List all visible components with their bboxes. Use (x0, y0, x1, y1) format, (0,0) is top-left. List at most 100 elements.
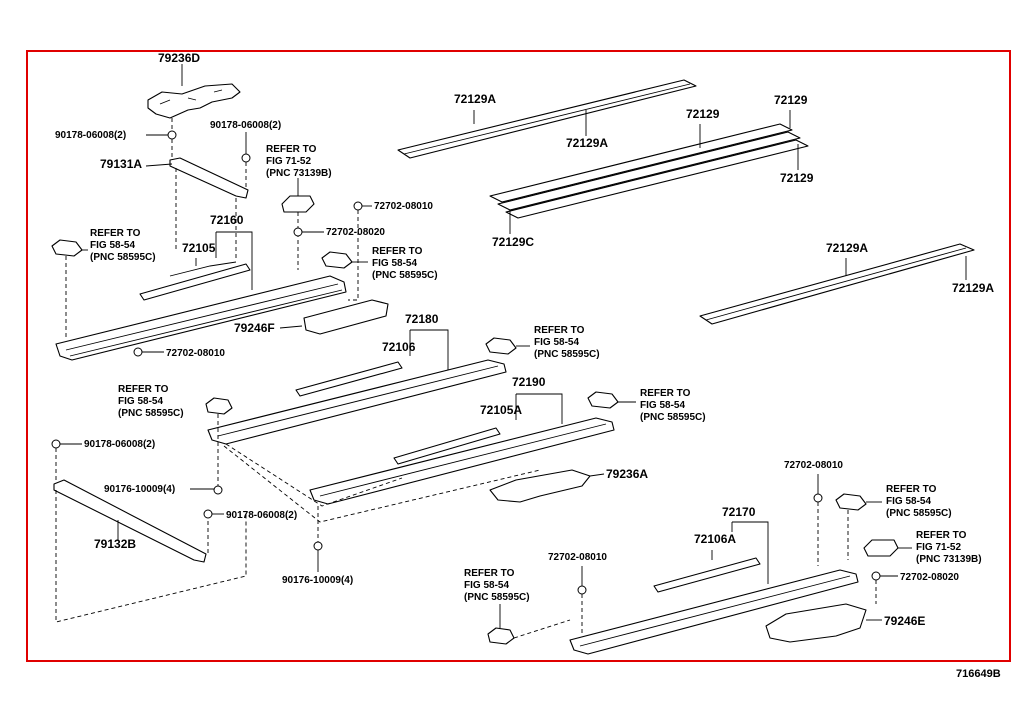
part-79236D (147, 83, 241, 119)
refer-58-54-c-line3: (PNC 58595C) (534, 349, 600, 360)
part-72105 (139, 261, 251, 301)
strip-72129A-top (397, 79, 697, 159)
refer-58-54-b-line2: FIG 58-54 (372, 258, 417, 269)
refer-58-54-b-line1: REFER TO (372, 246, 423, 257)
part-79132B (53, 479, 207, 563)
refer-58-54-a-line2: FIG 58-54 (90, 240, 135, 251)
part-72105A (393, 427, 501, 465)
label-72702-08010-c: 72702-08010 (784, 460, 843, 471)
refer-58-54-c-line2: FIG 58-54 (534, 337, 579, 348)
bolt-icon (871, 571, 881, 581)
label-72129A-2: 72129A (566, 136, 608, 150)
clip-icon (281, 195, 315, 213)
label-90178-b: 90178-06008(2) (210, 120, 281, 131)
refer-58-54-d-line2: FIG 58-54 (118, 396, 163, 407)
refer-58-54-d-line1: REFER TO (118, 384, 169, 395)
refer-71-52-b-line1: REFER TO (916, 530, 967, 541)
refer-58-54-a-line1: REFER TO (90, 228, 141, 239)
refer-58-54-e-line2: FIG 58-54 (640, 400, 685, 411)
refer-58-54-b-line3: (PNC 58595C) (372, 270, 438, 281)
clip-icon (835, 493, 867, 511)
label-72702-08010-b: 72702-08010 (166, 348, 225, 359)
bolt-icon (313, 541, 323, 551)
bolt-icon (293, 227, 303, 237)
label-72129A-4: 72129A (952, 281, 994, 295)
bolt-icon (813, 493, 823, 503)
label-72105: 72105 (182, 241, 216, 255)
refer-71-52-b-line2: FIG 71-52 (916, 542, 961, 553)
refer-71-52-a-line2: FIG 71-52 (266, 156, 311, 167)
part-79131A (169, 157, 249, 199)
refer-71-52-b-line3: (PNC 73139B) (916, 554, 982, 565)
bolt-icon (577, 585, 587, 595)
nut-icon (241, 153, 251, 163)
refer-71-52-a-line1: REFER TO (266, 144, 317, 155)
clip-icon (51, 239, 83, 257)
label-72702-08010-a: 72702-08010 (374, 201, 433, 212)
label-72702-08020-b: 72702-08020 (900, 572, 959, 583)
refer-58-54-a-line3: (PNC 58595C) (90, 252, 156, 263)
bolt-icon (133, 347, 143, 357)
part-79236A (489, 469, 591, 503)
label-79132B: 79132B (94, 537, 136, 551)
part-79246F (303, 299, 389, 335)
label-72170: 72170 (722, 505, 756, 519)
bolt-icon (353, 201, 363, 211)
label-90176-b: 90176-10009(4) (282, 575, 353, 586)
label-72129A-1: 72129A (454, 92, 496, 106)
refer-71-52-a-line3: (PNC 73139B) (266, 168, 332, 179)
label-72129-1: 72129 (686, 107, 720, 121)
label-79246F: 79246F (234, 321, 275, 335)
label-79236A: 79236A (606, 467, 648, 481)
part-72106A (653, 557, 761, 593)
refer-58-54-d-line3: (PNC 58595C) (118, 408, 184, 419)
part-72190-rail (309, 417, 615, 505)
label-72129A-3: 72129A (826, 241, 868, 255)
label-79131A: 79131A (100, 157, 142, 171)
refer-58-54-c-line1: REFER TO (534, 325, 585, 336)
label-79246E: 79246E (884, 614, 925, 628)
nut-icon (203, 509, 213, 519)
label-72702-08020-a: 72702-08020 (326, 227, 385, 238)
strip-72129-group (489, 123, 809, 219)
clip-icon (485, 337, 517, 355)
refer-58-54-e-line3: (PNC 58595C) (640, 412, 706, 423)
nut-icon (51, 439, 61, 449)
refer-58-54-g-line2: FIG 58-54 (464, 580, 509, 591)
label-72160: 72160 (210, 213, 244, 227)
label-72106A: 72106A (694, 532, 736, 546)
diagram-code: 716649B (956, 668, 1001, 680)
nut-icon (167, 130, 177, 140)
label-72129C: 72129C (492, 235, 534, 249)
clip-icon (321, 251, 353, 269)
refer-58-54-g-line3: (PNC 58595C) (464, 592, 530, 603)
clip-icon (487, 627, 515, 645)
part-72170-rail (569, 569, 859, 655)
bolt-icon (213, 485, 223, 495)
label-79236D: 79236D (158, 51, 200, 65)
refer-58-54-g-line1: REFER TO (464, 568, 515, 579)
clip-icon (863, 539, 899, 557)
part-72180-rail (207, 359, 507, 445)
label-90176-a: 90176-10009(4) (104, 484, 175, 495)
refer-58-54-f-line1: REFER TO (886, 484, 937, 495)
label-72106: 72106 (382, 340, 416, 354)
label-72180: 72180 (405, 312, 439, 326)
refer-58-54-f-line3: (PNC 58595C) (886, 508, 952, 519)
clip-icon (205, 397, 233, 415)
part-72106 (295, 361, 403, 397)
strip-72129A-lower (699, 243, 975, 325)
part-72160-rail (55, 275, 347, 361)
refer-58-54-f-line2: FIG 58-54 (886, 496, 931, 507)
diagram-frame (26, 50, 1011, 662)
label-72129-3: 72129 (780, 171, 814, 185)
label-90178-d: 90178-06008(2) (226, 510, 297, 521)
label-90178-a: 90178-06008(2) (55, 130, 126, 141)
refer-58-54-e-line1: REFER TO (640, 388, 691, 399)
label-72129-2: 72129 (774, 93, 808, 107)
label-72190: 72190 (512, 375, 546, 389)
part-79246E (765, 603, 867, 643)
label-72105A: 72105A (480, 403, 522, 417)
label-72702-08010-d: 72702-08010 (548, 552, 607, 563)
